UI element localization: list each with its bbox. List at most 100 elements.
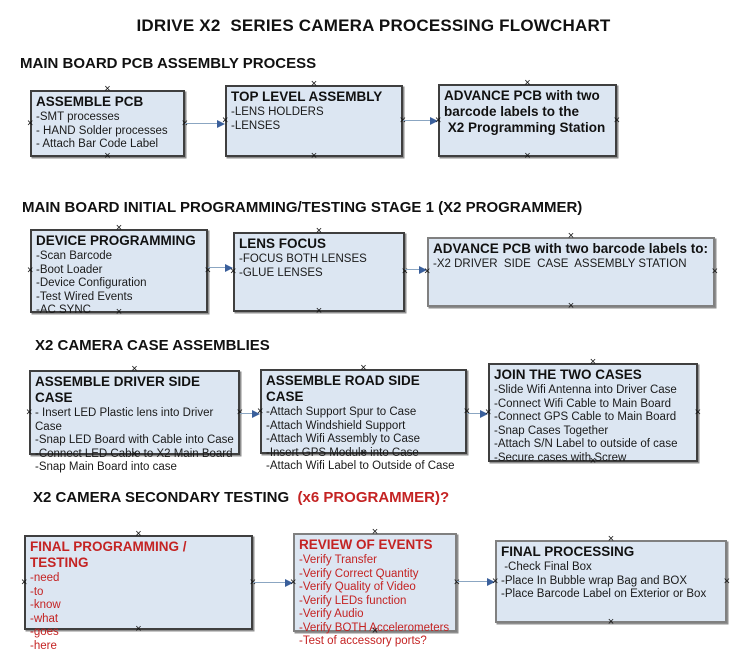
box-line: -Secure cases with Screw [494, 451, 627, 464]
box-line: -Verify BOTH Accelerometers [299, 621, 450, 634]
box-line: - HAND Solder processes [36, 124, 168, 137]
flow-arrow [405, 265, 427, 274]
section-heading-initial-programming: MAIN BOARD INITIAL PROGRAMMING/TESTING S… [22, 199, 583, 216]
box-line: -Device Configuration [36, 277, 147, 289]
box-line: -Snap LED Board with Cable into Case [35, 434, 234, 446]
box-line: -X2 DRIVER SIDE CASE ASSEMBLY STATION [433, 258, 687, 270]
anchor-x-icon [21, 577, 27, 588]
arrow-head-icon [217, 119, 225, 128]
box-line: -GLUE LENSES [239, 266, 323, 279]
flow-arrow [253, 578, 293, 587]
box-line: -here [30, 639, 57, 652]
flow-box-final-processing: FINAL PROCESSING -Check Final Box -Place… [495, 540, 727, 623]
box-line: -know [30, 599, 61, 611]
section-heading-secondary-testing: X2 CAMERA SECONDARY TESTING (x6 PROGRAMM… [33, 489, 449, 506]
box-line: -Attach Wifi Assembly to Case [266, 433, 421, 445]
box-line: -Attach Wifi Label to Outside of Case [266, 460, 455, 472]
box-line: -SMT processes [36, 111, 120, 123]
box-line: -Attach Support Spur to Case [266, 406, 417, 418]
anchor-x-icon [695, 407, 701, 418]
box-line: -Attach Windshield Support [266, 419, 406, 432]
heading-red-part: (x6 PROGRAMMER)? [293, 489, 450, 506]
box-title: REVIEW OF EVENTS [299, 537, 433, 552]
anchor-x-icon [485, 407, 491, 418]
box-line: -Insert GPS Module into Case [266, 446, 419, 459]
box-title: ASSEMBLE ROAD SIDE CASE [266, 373, 424, 404]
box-line: - Attach Bar Code Label [36, 138, 159, 150]
box-title: FINAL PROCESSING [501, 544, 635, 559]
box-line: -goes [30, 626, 59, 638]
box-title: ADVANCE PCB with two barcode labels to: [433, 241, 709, 256]
flow-box-review-of-events: REVIEW OF EVENTS -Verify Transfer -Verif… [290, 533, 457, 647]
anchor-x-icon [27, 118, 33, 129]
anchor-x-icon [614, 115, 620, 126]
box-line: -FOCUS BOTH LENSES [239, 253, 367, 265]
box-title: LENS FOCUS [239, 236, 327, 251]
box-title: JOIN THE TWO CASES [494, 367, 642, 382]
arrow-shaft [405, 269, 419, 270]
box-line: -what [30, 612, 59, 625]
flow-box-final-programming-testing: FINAL PROGRAMMING / TESTING -need -to -k… [21, 535, 253, 652]
box-line: -Place In Bubble wrap Bag and BOX [501, 574, 688, 587]
box-line: -Scan Barcode [36, 250, 113, 262]
box-line: -AC SYNC [36, 304, 91, 316]
anchor-x-icon [26, 407, 32, 418]
anchor-x-icon [435, 115, 441, 126]
box-line: -Verify Correct Quantity [299, 567, 419, 580]
box-line: -Place Barcode Label on Exterior or Box [501, 588, 707, 600]
arrow-head-icon [285, 578, 293, 587]
box-title: ADVANCE PCB with two barcode labels to t… [444, 88, 606, 135]
flow-box-lens-focus: LENS FOCUS -FOCUS BOTH LENSES -GLUE LENS… [233, 232, 405, 312]
arrow-shaft [253, 582, 285, 583]
box-line: -Snap Main Board into case [35, 461, 177, 473]
flow-arrow [185, 119, 225, 128]
heading-black-part: X2 CAMERA SECONDARY TESTING [33, 489, 294, 506]
box-line: -to [30, 585, 44, 598]
box-line: -Verify Quality of Video [299, 581, 416, 593]
flow-arrow [467, 409, 488, 418]
box-line: -Attach S/N Label to outside of case [494, 438, 678, 450]
arrow-shaft [467, 413, 480, 414]
box-line: -Test of accessory ports? [299, 635, 427, 647]
flow-box-advance-pcb-programming-station: ADVANCE PCB with two barcode labels to t… [438, 84, 617, 157]
arrow-shaft [457, 581, 487, 582]
arrow-head-icon [487, 577, 495, 586]
box-line: -Check Final Box [501, 561, 592, 573]
flow-arrow [208, 263, 233, 272]
box-title: ASSEMBLE DRIVER SIDE CASE [35, 374, 204, 405]
arrow-head-icon [419, 265, 427, 274]
anchor-x-icon [424, 267, 430, 278]
anchor-x-icon [222, 116, 228, 127]
box-title: FINAL PROGRAMMING / TESTING [30, 539, 191, 570]
arrow-shaft [208, 267, 225, 268]
flow-arrow [240, 409, 260, 418]
box-line: -need [30, 572, 60, 584]
box-line: -Slide Wifi Antenna into Driver Case [494, 384, 677, 396]
flow-box-join-the-two-cases: JOIN THE TWO CASES -Slide Wifi Antenna i… [485, 363, 701, 464]
box-line: -LENS HOLDERS [231, 106, 324, 118]
flow-box-assemble-driver-side-case: ASSEMBLE DRIVER SIDE CASE - Insert LED P… [26, 370, 240, 473]
box-line: -Connect LED Cable to X2 Main Board [35, 447, 233, 460]
box-line: -Boot Loader [36, 263, 103, 276]
box-line: -Verify LEDs function [299, 594, 407, 607]
flow-box-assemble-pcb: ASSEMBLE PCB -SMT processes - HAND Solde… [30, 90, 185, 157]
flow-box-advance-pcb-driver-side-station: ADVANCE PCB with two barcode labels to: … [427, 237, 715, 307]
section-heading-pcb-assembly: MAIN BOARD PCB ASSEMBLY PROCESS [20, 55, 317, 72]
flow-box-top-level-assembly: TOP LEVEL ASSEMBLY -LENS HOLDERS -LENSES [225, 85, 403, 157]
arrow-shaft [240, 413, 252, 414]
section-heading-case-assemblies: X2 CAMERA CASE ASSEMBLIES [35, 337, 270, 354]
arrow-shaft [185, 123, 217, 124]
anchor-x-icon [290, 577, 296, 588]
box-line: -Connect GPS Cable to Main Board [494, 411, 677, 423]
flow-box-device-programming: DEVICE PROGRAMMING -Scan Barcode -Boot L… [27, 229, 208, 316]
box-title: TOP LEVEL ASSEMBLY [231, 89, 383, 104]
box-line: - Insert LED Plastic lens into Driver Ca… [35, 407, 217, 433]
box-line: -Connect Wifi Cable to Main Board [494, 397, 672, 410]
anchor-x-icon [712, 267, 718, 278]
anchor-x-icon [257, 406, 263, 417]
anchor-x-icon [27, 266, 33, 277]
box-line: -Test Wired Events [36, 290, 133, 303]
page-title: IDRIVE X2 SERIES CAMERA PROCESSING FLOWC… [136, 16, 611, 35]
box-line: -Verify Audio [299, 608, 364, 620]
